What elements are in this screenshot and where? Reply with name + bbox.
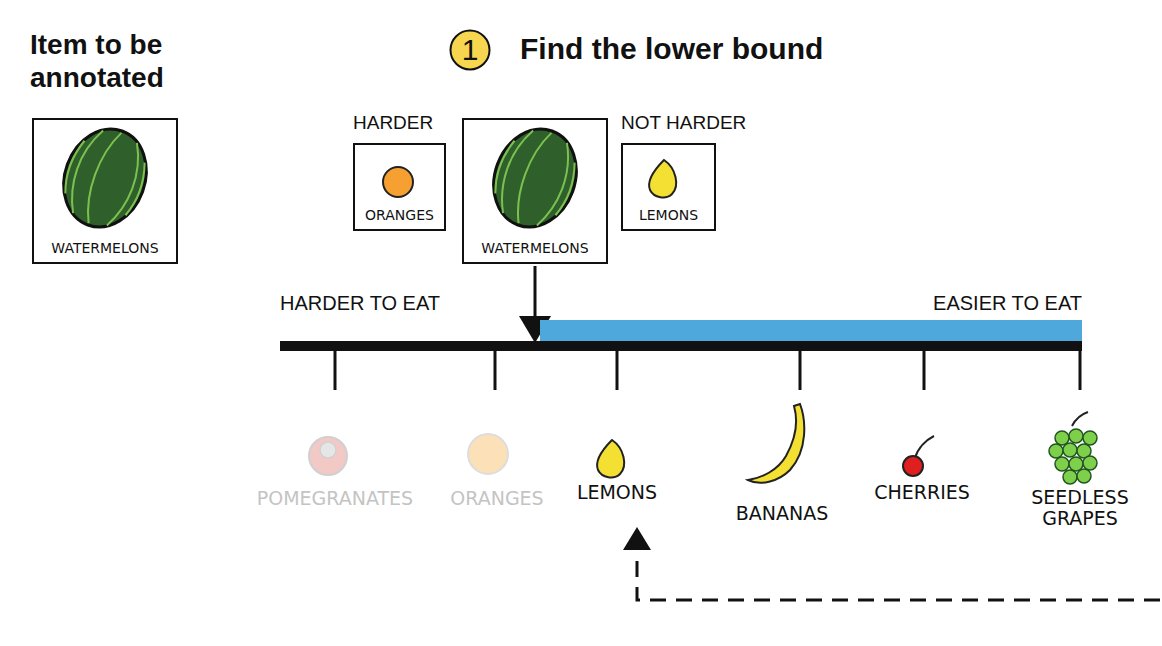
step-circle: 1 bbox=[449, 29, 491, 71]
item-box: LEMONS bbox=[621, 143, 716, 231]
banana-icon bbox=[748, 404, 804, 483]
fruit-label: BANANAS bbox=[736, 503, 829, 524]
callout-number: 1 bbox=[449, 29, 491, 71]
fruit-label: POMEGRANATES bbox=[257, 488, 413, 509]
fruit-label: LEMONS bbox=[577, 482, 657, 503]
item-box: ORANGES bbox=[353, 143, 446, 231]
item-box: WATERMELONS bbox=[32, 118, 178, 264]
node-box: NOT HARDERLEMONS bbox=[621, 112, 781, 134]
item-box: WATERMELONS bbox=[462, 118, 608, 264]
box-heading: HARDER bbox=[353, 112, 493, 134]
box-heading: NOT HARDER bbox=[621, 112, 781, 134]
watermelon-icon bbox=[50, 117, 159, 238]
box-heading: Item to be annotated bbox=[30, 28, 210, 94]
fruit-label: CHERRIES bbox=[874, 482, 970, 503]
fruit-label: ORANGES bbox=[450, 488, 543, 509]
box-label: LEMONS bbox=[623, 207, 714, 223]
node-box: Item to be annotatedWATERMELONS bbox=[30, 28, 210, 94]
pointer-arrow bbox=[534, 266, 537, 318]
lemon-icon bbox=[649, 160, 676, 197]
diagram-title: Find the lower bound bbox=[520, 32, 823, 66]
orange-icon bbox=[468, 434, 508, 474]
grapes-icon bbox=[1049, 412, 1097, 484]
axis-label: HARDER TO EAT bbox=[280, 292, 440, 315]
dashed-leader bbox=[637, 552, 1160, 600]
cherry-icon bbox=[903, 436, 934, 476]
axis-tick bbox=[335, 351, 1080, 390]
box-label: WATERMELONS bbox=[34, 240, 176, 256]
watermelon-icon bbox=[480, 117, 589, 238]
range-band bbox=[540, 320, 1082, 341]
box-label: ORANGES bbox=[355, 207, 444, 223]
dashed-arrowhead bbox=[623, 527, 651, 550]
orange-icon bbox=[383, 167, 413, 197]
box-label: WATERMELONS bbox=[464, 240, 606, 256]
fruit-label: SEEDLESS GRAPES bbox=[1025, 487, 1135, 529]
node-box: HARDERORANGES bbox=[353, 112, 493, 134]
axis-line bbox=[280, 341, 1082, 351]
pomegranate-icon bbox=[309, 437, 347, 475]
axis-label: EASIER TO EAT bbox=[933, 292, 1082, 315]
lemon-icon bbox=[597, 440, 624, 477]
